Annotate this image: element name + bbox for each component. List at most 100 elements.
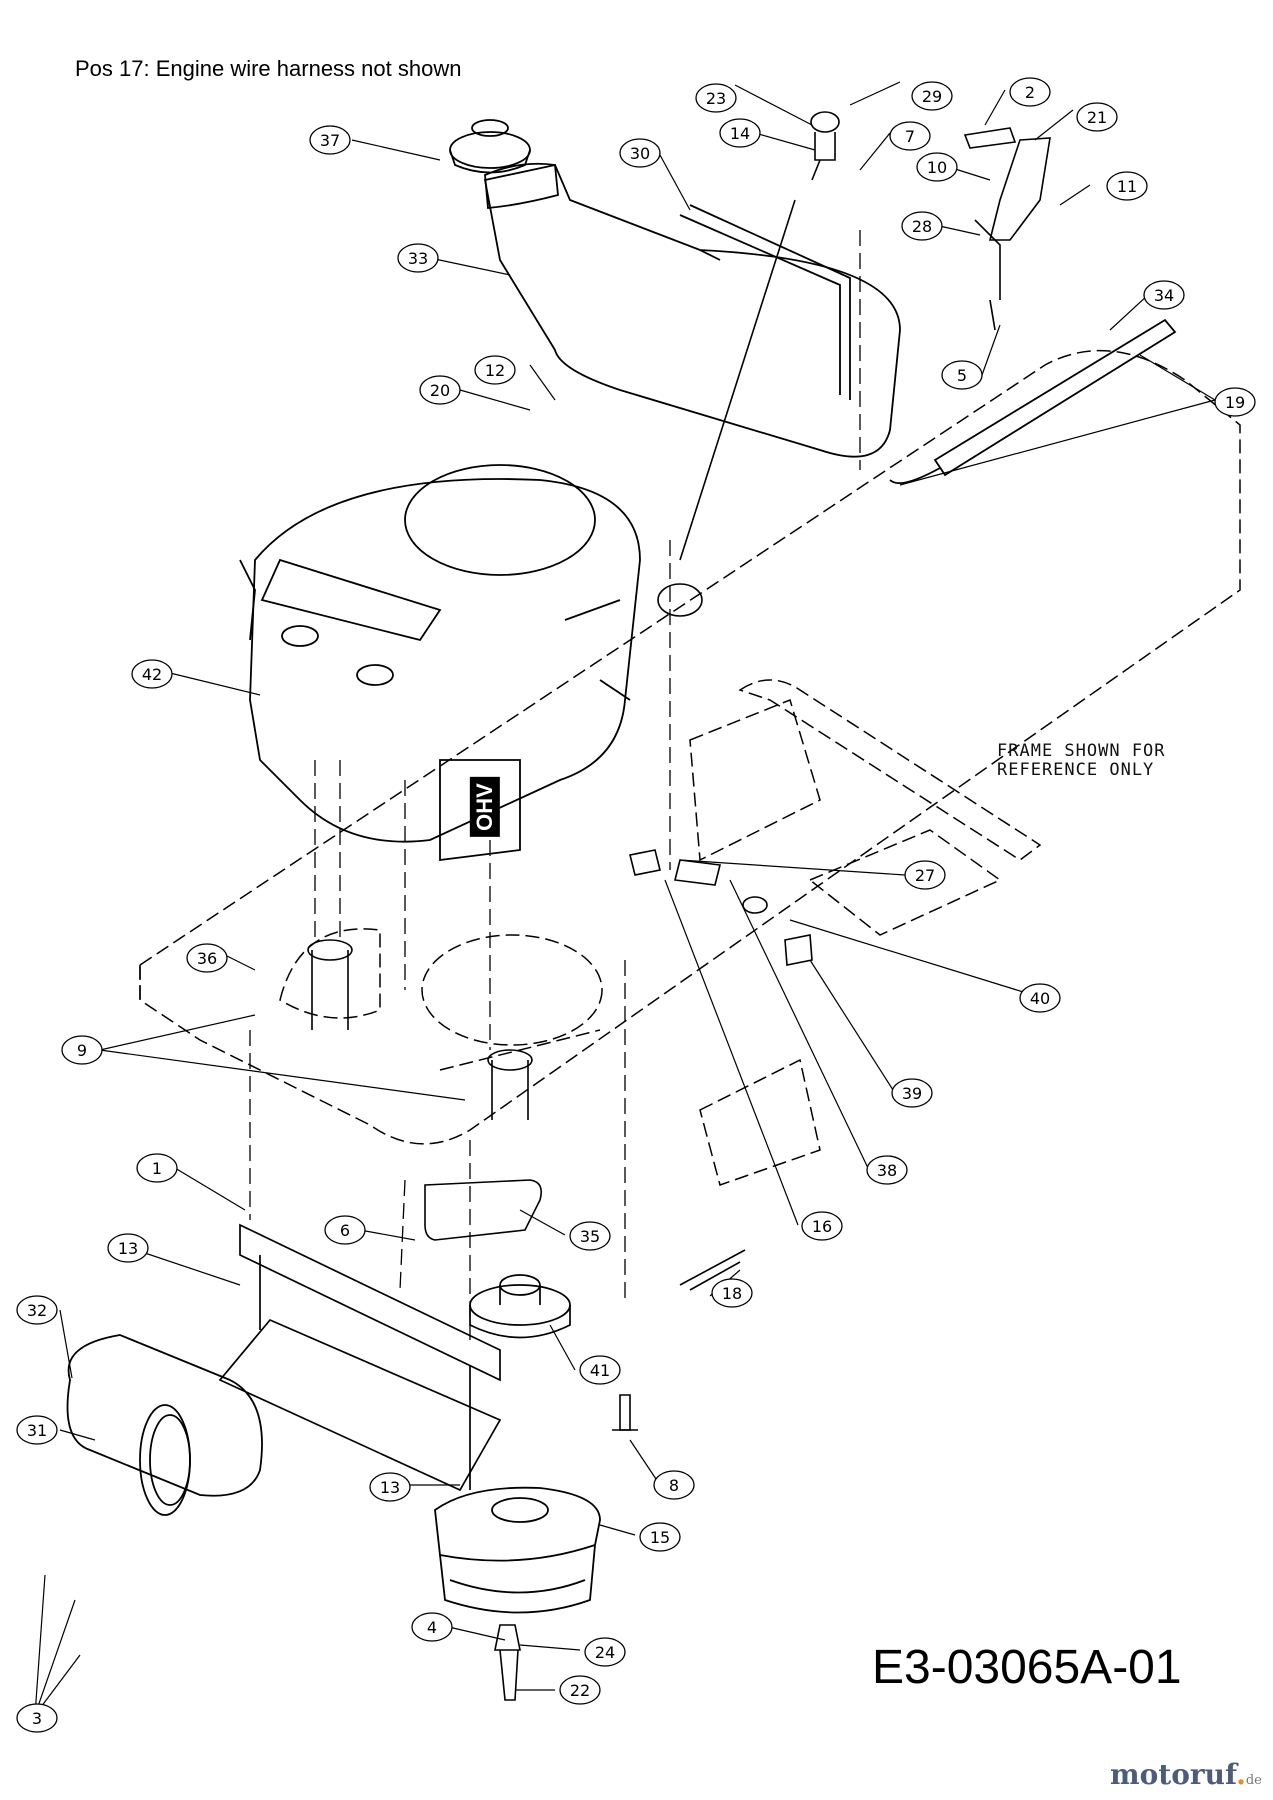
callout-circle: [16, 1703, 58, 1733]
callout-circle: [579, 1355, 621, 1385]
leader-lines: [34, 81, 1216, 1716]
callout-number: 40: [1030, 989, 1050, 1008]
callout-number: 13: [118, 1239, 138, 1258]
engine: [239, 464, 641, 862]
callout-circle: [866, 1155, 908, 1185]
callout-22: 22: [559, 1675, 601, 1705]
callout-number: 16: [812, 1217, 832, 1236]
callout-number: 6: [340, 1221, 350, 1240]
callout-circle: [309, 125, 351, 155]
callout-3: 3: [16, 1703, 58, 1733]
callout-15: 15: [639, 1522, 681, 1552]
callout-number: 3: [32, 1709, 42, 1728]
callout-number: 31: [27, 1421, 47, 1440]
callout-11: 11: [1106, 171, 1148, 201]
callout-number: 1: [152, 1159, 162, 1178]
callout-37: 37: [309, 125, 351, 155]
callout-circle: [186, 943, 228, 973]
callout-number: 18: [722, 1284, 742, 1303]
document-number: E3-03065A-01: [872, 1641, 1182, 1694]
callout-number: 42: [142, 665, 162, 684]
callout-circle: [639, 1522, 681, 1552]
pto-clutch: [434, 1486, 601, 1614]
callout-number: 20: [430, 381, 450, 400]
fuel-tank: [483, 162, 901, 458]
frame-outline: [139, 349, 1241, 1186]
callout-number: 23: [706, 89, 726, 108]
callout-circle: [16, 1415, 58, 1445]
callout-21: 21: [1076, 102, 1118, 132]
callout-number: 22: [570, 1681, 590, 1700]
engine-pulley: [469, 1274, 571, 1339]
callout-circle: [719, 118, 761, 148]
callout-circle: [891, 1078, 933, 1108]
exhaust-pipes: [307, 939, 533, 1120]
callout-circle: [911, 81, 953, 111]
callout-39: 39: [891, 1078, 933, 1108]
callout-number: 36: [197, 949, 217, 968]
callout-circle: [107, 1233, 149, 1263]
callout-circle: [901, 211, 943, 241]
callout-circle: [1019, 983, 1061, 1013]
frame-label-line-2: REFERENCE ONLY: [997, 760, 1155, 780]
callout-circle: [16, 1295, 58, 1325]
engine-label: OHV: [469, 777, 500, 837]
callout-number: 34: [1154, 286, 1174, 305]
muffler-bracket: [218, 1223, 502, 1492]
callout-circle: [136, 1153, 178, 1183]
callout-19: 19: [1214, 387, 1256, 417]
callout-number: 7: [905, 127, 915, 146]
callout-circle: [419, 375, 461, 405]
callout-number: 33: [408, 249, 428, 268]
callout-40: 40: [1019, 983, 1061, 1013]
brand-watermark: motoruf.de: [1110, 1758, 1262, 1791]
clutch-bolt: [494, 1624, 521, 1701]
throttle-rod: [889, 318, 1177, 484]
callout-31: 31: [16, 1415, 58, 1445]
callout-6: 6: [324, 1215, 366, 1245]
diagram-note: Pos 17: Engine wire harness not shown: [75, 56, 462, 81]
callout-circle: [1106, 171, 1148, 201]
callout-circle: [653, 1470, 695, 1500]
callout-number: 8: [669, 1476, 679, 1495]
frame-reference-label: FRAME SHOWN FOR REFERENCE ONLY: [997, 742, 1166, 780]
callout-number: 27: [915, 866, 935, 885]
callout-circle: [474, 355, 516, 385]
callout-circle: [569, 1221, 611, 1251]
brand-tld: de: [1245, 1773, 1262, 1788]
connector-parts: [629, 849, 813, 966]
muffler: [66, 1334, 263, 1516]
callout-5: 5: [941, 360, 983, 390]
callout-number: 10: [927, 158, 947, 177]
callout-circle: [369, 1472, 411, 1502]
callout-circle: [324, 1215, 366, 1245]
callout-13a: 13: [107, 1233, 149, 1263]
callout-circle: [1009, 77, 1051, 107]
callout-number: 5: [957, 366, 967, 385]
callout-14: 14: [719, 118, 761, 148]
callout-13b: 13: [369, 1472, 411, 1502]
callout-circle: [619, 138, 661, 168]
callout-8: 8: [653, 1470, 695, 1500]
frame-label-line-1: FRAME SHOWN FOR: [997, 741, 1166, 761]
callout-4: 4: [411, 1612, 453, 1642]
callout-35: 35: [569, 1221, 611, 1251]
callout-number: 24: [595, 1643, 615, 1662]
callout-number: 2: [1025, 83, 1035, 102]
callout-7: 7: [889, 121, 931, 151]
callout-number: 29: [922, 87, 942, 106]
callout-number: 30: [630, 144, 650, 163]
callout-32: 32: [16, 1295, 58, 1325]
callout-circle: [941, 360, 983, 390]
callout-12: 12: [474, 355, 516, 385]
callout-27: 27: [904, 860, 946, 890]
callout-number: 19: [1225, 393, 1245, 412]
callout-number: 4: [427, 1618, 437, 1637]
callout-circle: [916, 152, 958, 182]
callout-circle: [695, 83, 737, 113]
callout-circle: [411, 1612, 453, 1642]
callout-circle: [904, 860, 946, 890]
callout-circle: [584, 1637, 626, 1667]
